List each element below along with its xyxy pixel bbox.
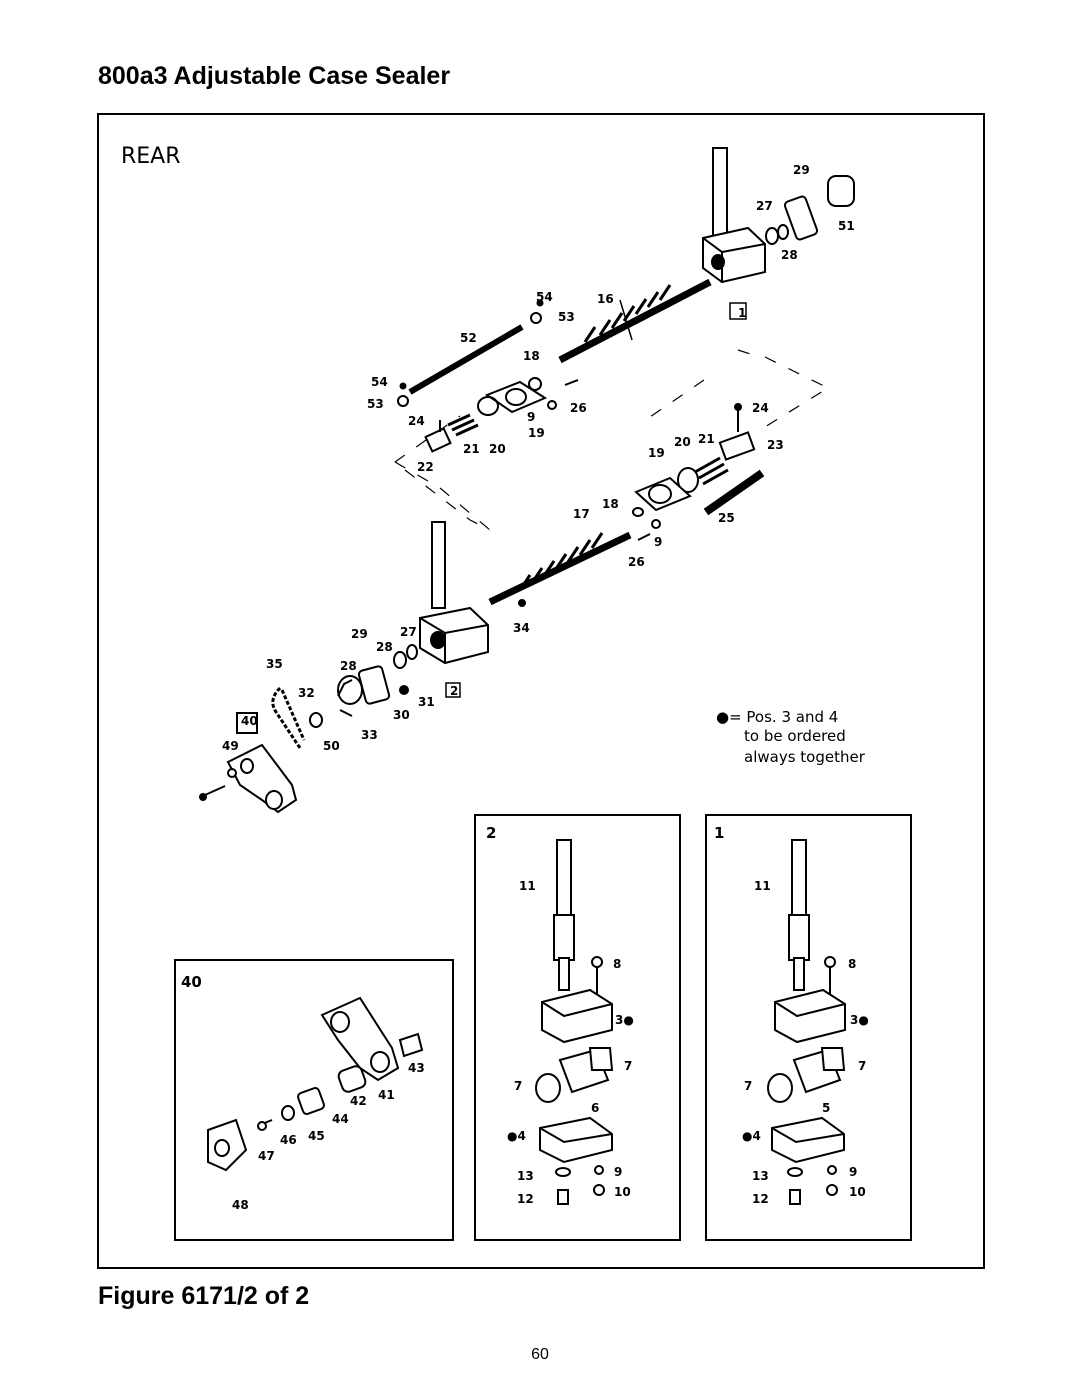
part-number-label: 10: [614, 1185, 631, 1199]
part-number-label: 24: [752, 401, 769, 415]
part-number-label: 20: [674, 435, 691, 449]
part-number-label: 29: [793, 163, 810, 177]
part-number-label: 54: [536, 290, 553, 304]
part-number-label: 45: [308, 1129, 325, 1143]
part-number-label: 17: [573, 507, 590, 521]
part-number-label: 28: [781, 248, 798, 262]
part-number-label: 22: [417, 460, 434, 474]
part-number-label: ●4: [507, 1129, 526, 1143]
part-number-label: 18: [602, 497, 619, 511]
inset-2-drawing: [535, 839, 614, 1205]
part-number-label: 16: [597, 292, 614, 306]
part-number-label: 5: [822, 1101, 830, 1115]
part-number-label: 12: [752, 1192, 769, 1206]
lever-arm: [199, 743, 298, 814]
inset-1-drawing: [767, 839, 846, 1205]
part-number-label: 11: [519, 879, 536, 893]
part-number-label: 42: [350, 1094, 367, 1108]
part-number-label: 33: [361, 728, 378, 742]
part-number-label: 9: [527, 410, 535, 424]
lower-bracket-assembly: [236, 521, 632, 749]
middle-right-assembly: [632, 403, 765, 541]
part-number-label: 8: [613, 957, 621, 971]
note-line-2: to be ordered: [744, 727, 846, 745]
part-number-label: 3●: [850, 1013, 869, 1027]
part-number-label: 53: [558, 310, 575, 324]
part-number-label: 1: [738, 306, 746, 320]
diagram-frame: [97, 113, 985, 1269]
top-bracket-assembly: [558, 147, 855, 364]
part-number-label: 19: [528, 426, 545, 440]
part-number-label: 28: [376, 640, 393, 654]
part-number-label: 29: [351, 627, 368, 641]
part-number-label: 28: [340, 659, 357, 673]
inset-1-box: [705, 814, 912, 1241]
part-number-label: 13: [517, 1169, 534, 1183]
note-line-3: always together: [744, 748, 866, 766]
rear-view-label: REAR: [121, 144, 181, 169]
part-number-label: 50: [323, 739, 340, 753]
part-number-label: 11: [754, 879, 771, 893]
inset-40-number: 40: [181, 973, 202, 991]
part-number-label: 7: [744, 1079, 752, 1093]
part-number-label: 27: [756, 199, 773, 213]
part-number-label: 12: [517, 1192, 534, 1206]
part-number-label: 34: [513, 621, 530, 635]
part-number-label: 9: [849, 1165, 857, 1179]
inset-2-number: 2: [486, 824, 496, 842]
part-number-label: 27: [400, 625, 417, 639]
page-number: 60: [531, 1346, 549, 1363]
part-number-label: 41: [378, 1088, 395, 1102]
part-number-label: 54: [371, 375, 388, 389]
part-number-label: 47: [258, 1149, 275, 1163]
figure-caption: Figure 6171/2 of 2: [98, 1282, 310, 1310]
part-number-label: 21: [698, 432, 715, 446]
part-number-label: 8: [848, 957, 856, 971]
note-line-1: ●= Pos. 3 and 4: [716, 708, 838, 726]
part-number-label: 9: [614, 1165, 622, 1179]
inset-1-number: 1: [714, 824, 724, 842]
part-number-label: 40: [241, 714, 258, 728]
inset-40-box: [174, 959, 454, 1241]
part-number-label: 21: [463, 442, 480, 456]
inset-2-box: [474, 814, 681, 1241]
part-number-label: 3●: [615, 1013, 634, 1027]
part-number-label: 48: [232, 1198, 249, 1212]
part-number-label: 26: [570, 401, 587, 415]
inset-40-drawing: [207, 996, 424, 1172]
part-number-label: 6: [591, 1101, 599, 1115]
part-number-label: 44: [332, 1112, 349, 1126]
part-number-label: 46: [280, 1133, 297, 1147]
part-number-label: 49: [222, 739, 239, 753]
part-number-label: 52: [460, 331, 477, 345]
part-number-label: 10: [849, 1185, 866, 1199]
part-number-label: 2: [450, 684, 458, 698]
part-number-label: 31: [418, 695, 435, 709]
part-number-label: 7: [514, 1079, 522, 1093]
page-title: 800a3 Adjustable Case Sealer: [98, 62, 451, 90]
part-number-label: 43: [408, 1061, 425, 1075]
part-number-label: 23: [767, 438, 784, 452]
part-number-label: 53: [367, 397, 384, 411]
part-number-label: 7: [858, 1059, 866, 1073]
part-number-label: ●4: [742, 1129, 761, 1143]
part-number-label: 30: [393, 708, 410, 722]
part-number-label: 35: [266, 657, 283, 671]
dashed-guide-lines: [394, 349, 830, 531]
rod-and-fittings: [397, 299, 579, 453]
part-number-label: 7: [624, 1059, 632, 1073]
part-number-label: 51: [838, 219, 855, 233]
part-number-label: 20: [489, 442, 506, 456]
part-number-label: 25: [718, 511, 735, 525]
part-number-label: 19: [648, 446, 665, 460]
part-number-label: 26: [628, 555, 645, 569]
part-number-label: 18: [523, 349, 540, 363]
part-number-label: 24: [408, 414, 425, 428]
part-number-label: 32: [298, 686, 315, 700]
part-number-label: 9: [654, 535, 662, 549]
part-number-label: 13: [752, 1169, 769, 1183]
